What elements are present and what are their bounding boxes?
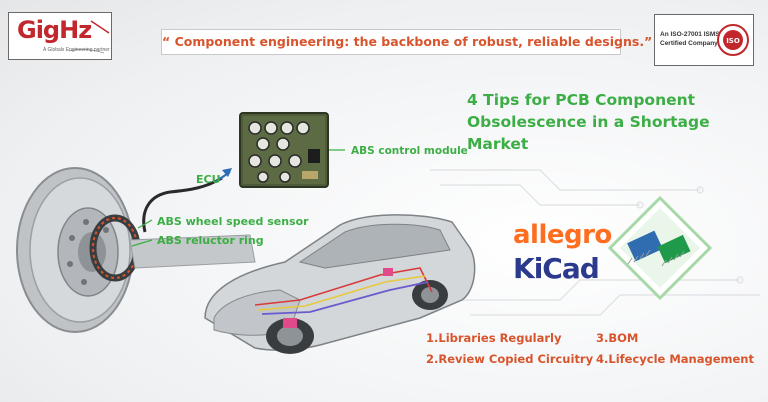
gighz-logo: GigHz A Globals Engineering partner bbox=[8, 12, 112, 60]
iso-line1: An ISO-27001 ISMS bbox=[660, 31, 720, 38]
logo-text: GigHz bbox=[17, 16, 92, 44]
title-line2: Obsolescence in a Shortage Market bbox=[467, 113, 710, 153]
tip-3: 3.BOM bbox=[596, 331, 639, 345]
tip-1: 1.Libraries Regularly bbox=[426, 331, 562, 345]
tip-2: 2.Review Copied Circuitry bbox=[426, 352, 594, 366]
car-body bbox=[204, 214, 476, 354]
logo-tagline: A Globals Engineering partner bbox=[43, 47, 110, 53]
page-title: 4 Tips for PCB Component Obsolescence in… bbox=[467, 89, 767, 155]
abs-module-label: ABS control module bbox=[351, 145, 468, 157]
quote-banner: “ Component engineering: the backbone of… bbox=[161, 29, 652, 55]
kicad-cad: Cad bbox=[542, 252, 599, 285]
sensor-label: ABS wheel speed sensor bbox=[157, 215, 309, 228]
allegro-logo: allegro bbox=[513, 220, 612, 250]
ecu-label: ECU bbox=[196, 173, 221, 186]
ring-label: ABS reluctor ring bbox=[157, 234, 264, 247]
iso-certification-badge: An ISO-27001 ISMS Certified Company ISO bbox=[654, 14, 754, 66]
iso-seal-text: ISO bbox=[726, 37, 740, 45]
tip-4: 4.Lifecycle Management bbox=[596, 352, 754, 366]
iso-text: An ISO-27001 ISMS Certified Company bbox=[660, 30, 720, 48]
abs-control-module-image bbox=[239, 112, 329, 188]
iso-seal-icon: ISO bbox=[717, 24, 749, 56]
kicad-k: Ki bbox=[513, 252, 543, 285]
logo-swoosh-icon bbox=[68, 20, 110, 54]
pcb-diamond-icon bbox=[608, 196, 712, 300]
kicad-logo: KiCad bbox=[513, 252, 600, 285]
brake-disc bbox=[16, 167, 134, 333]
iso-line2: Certified Company bbox=[660, 40, 718, 47]
title-line1: 4 Tips for PCB Component bbox=[467, 91, 696, 109]
